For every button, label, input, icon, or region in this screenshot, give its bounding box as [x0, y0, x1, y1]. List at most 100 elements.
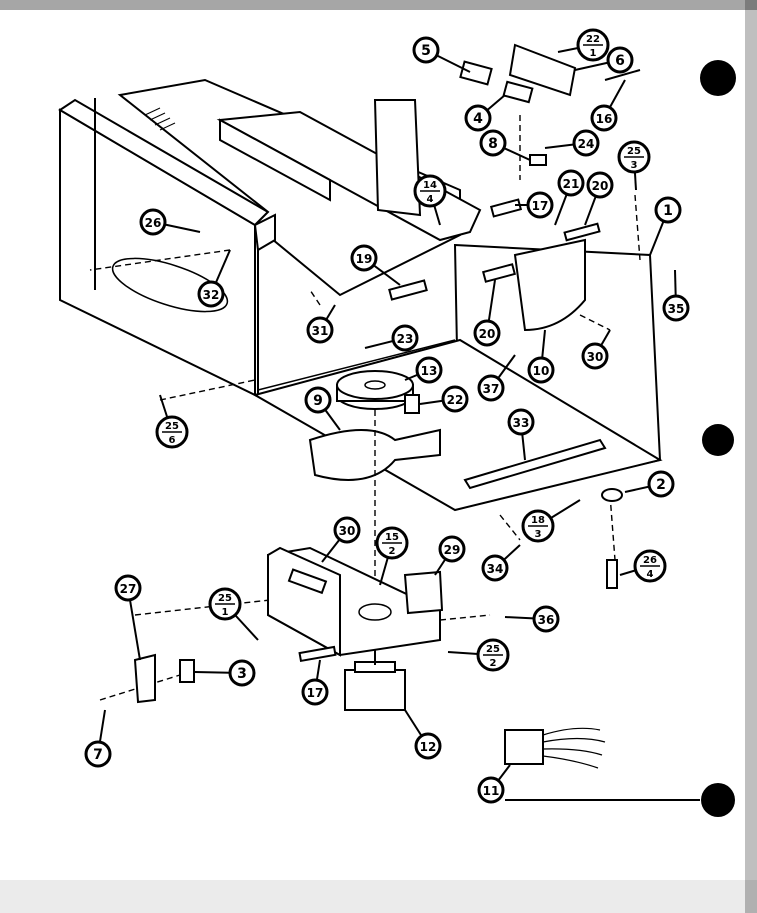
callout-9: 9	[304, 386, 341, 431]
registration-dot-mid	[702, 424, 734, 456]
callout-label: 26	[145, 216, 162, 230]
callout-17: 17	[301, 659, 329, 706]
callout-30: 30	[581, 329, 611, 370]
callout-label: 1	[663, 203, 673, 219]
callout-23: 23	[364, 324, 419, 352]
callout-16: 16	[590, 79, 626, 132]
harness-connector-11	[504, 729, 544, 765]
bracket-27	[133, 653, 156, 704]
callout-label: 30	[587, 350, 604, 364]
fraction-top: 22	[586, 34, 600, 45]
callout-20: 20	[584, 171, 614, 226]
fraction-bottom: 6	[169, 435, 176, 446]
callout-27: 27	[114, 574, 142, 602]
part-17-upper	[489, 198, 523, 218]
callout-6: 6	[574, 46, 634, 74]
callout-label: 4	[473, 111, 483, 127]
fraction-top: 15	[385, 532, 399, 543]
callout-label: 17	[532, 199, 549, 213]
clip-22	[404, 394, 420, 414]
fraction-top: 14	[423, 180, 437, 191]
part-17-lower	[298, 645, 337, 663]
fraction-bottom: 1	[222, 607, 229, 618]
callout-label: 16	[596, 112, 613, 126]
callout-label: 22	[447, 393, 464, 407]
fraction-callout-25-3: 253	[617, 140, 651, 191]
callout-2: 2	[624, 470, 675, 498]
callout-label: 11	[483, 784, 500, 798]
callout-label: 23	[397, 332, 414, 346]
cabinet-top	[117, 78, 461, 297]
plate-29	[403, 570, 444, 615]
callout-label: 37	[483, 382, 500, 396]
part-20-upper	[563, 222, 601, 242]
part-20-lower	[481, 263, 517, 283]
fraction-callout-22-1: 221	[557, 28, 610, 62]
callout-31: 31	[306, 304, 336, 344]
callout-label: 12	[420, 740, 437, 754]
part-4	[502, 80, 534, 104]
callout-17: 17	[515, 191, 554, 219]
part-19	[388, 279, 428, 301]
harness-wires	[542, 727, 606, 769]
fraction-top: 26	[643, 555, 657, 566]
callout-label: 30	[339, 524, 356, 538]
callout-5: 5	[412, 36, 471, 73]
fraction-bottom: 3	[631, 160, 638, 171]
fraction-top: 25	[486, 644, 500, 655]
fraction-callout-25-1: 251	[208, 587, 259, 641]
callout-label: 19	[356, 252, 373, 266]
callout-8: 8	[479, 129, 531, 161]
fraction-bottom: 4	[427, 194, 434, 205]
callout-label: 33	[513, 416, 530, 430]
callout-20: 20	[473, 279, 501, 347]
motor-bracket-assembly	[129, 488, 700, 801]
registration-dot-bottom	[701, 783, 735, 817]
callout-1: 1	[649, 196, 682, 256]
washer-2	[601, 488, 623, 502]
fraction-callout-14-4: 144	[413, 174, 447, 226]
callout-label: 7	[93, 747, 103, 763]
fraction-bottom: 1	[590, 48, 597, 59]
fraction-top: 25	[165, 421, 179, 432]
callout-label: 29	[444, 543, 461, 557]
callout-34: 34	[481, 544, 521, 582]
callout-36: 36	[504, 605, 560, 633]
callout-label: 36	[538, 613, 555, 627]
fraction-callout-25-2: 252	[447, 638, 510, 672]
callout-label: 27	[120, 582, 137, 596]
callout-label: 20	[592, 179, 609, 193]
callout-label: 9	[313, 393, 323, 409]
part-8	[529, 154, 547, 166]
callout-30: 30	[321, 516, 361, 563]
callout-label: 32	[203, 288, 220, 302]
callout-13: 13	[404, 356, 443, 384]
callout-label: 2	[656, 477, 666, 493]
callout-35: 35	[662, 269, 690, 322]
motor-12	[344, 669, 406, 711]
callout-label: 13	[421, 364, 438, 378]
screw-26	[606, 559, 618, 589]
callout-10: 10	[527, 329, 555, 384]
fraction-bottom: 4	[647, 569, 654, 580]
callout-label: 21	[563, 177, 580, 191]
fraction-callout-26-4: 264	[619, 549, 667, 583]
fraction-callout-15-2: 152	[375, 526, 409, 586]
callout-4: 4	[464, 94, 506, 132]
callout-12: 12	[404, 709, 442, 760]
callout-label: 17	[307, 686, 324, 700]
callout-21: 21	[554, 169, 585, 226]
callout-33: 33	[507, 408, 535, 461]
callout-37: 37	[477, 354, 516, 402]
cabinet-assembly	[58, 78, 663, 512]
fraction-top: 25	[218, 593, 232, 604]
callout-label: 20	[479, 327, 496, 341]
callout-label: 6	[615, 53, 625, 69]
switch-3	[179, 659, 195, 683]
callout-11: 11	[477, 764, 511, 804]
fraction-bottom: 3	[535, 529, 542, 540]
callout-label: 31	[312, 324, 329, 338]
fraction-bottom: 2	[389, 546, 396, 557]
